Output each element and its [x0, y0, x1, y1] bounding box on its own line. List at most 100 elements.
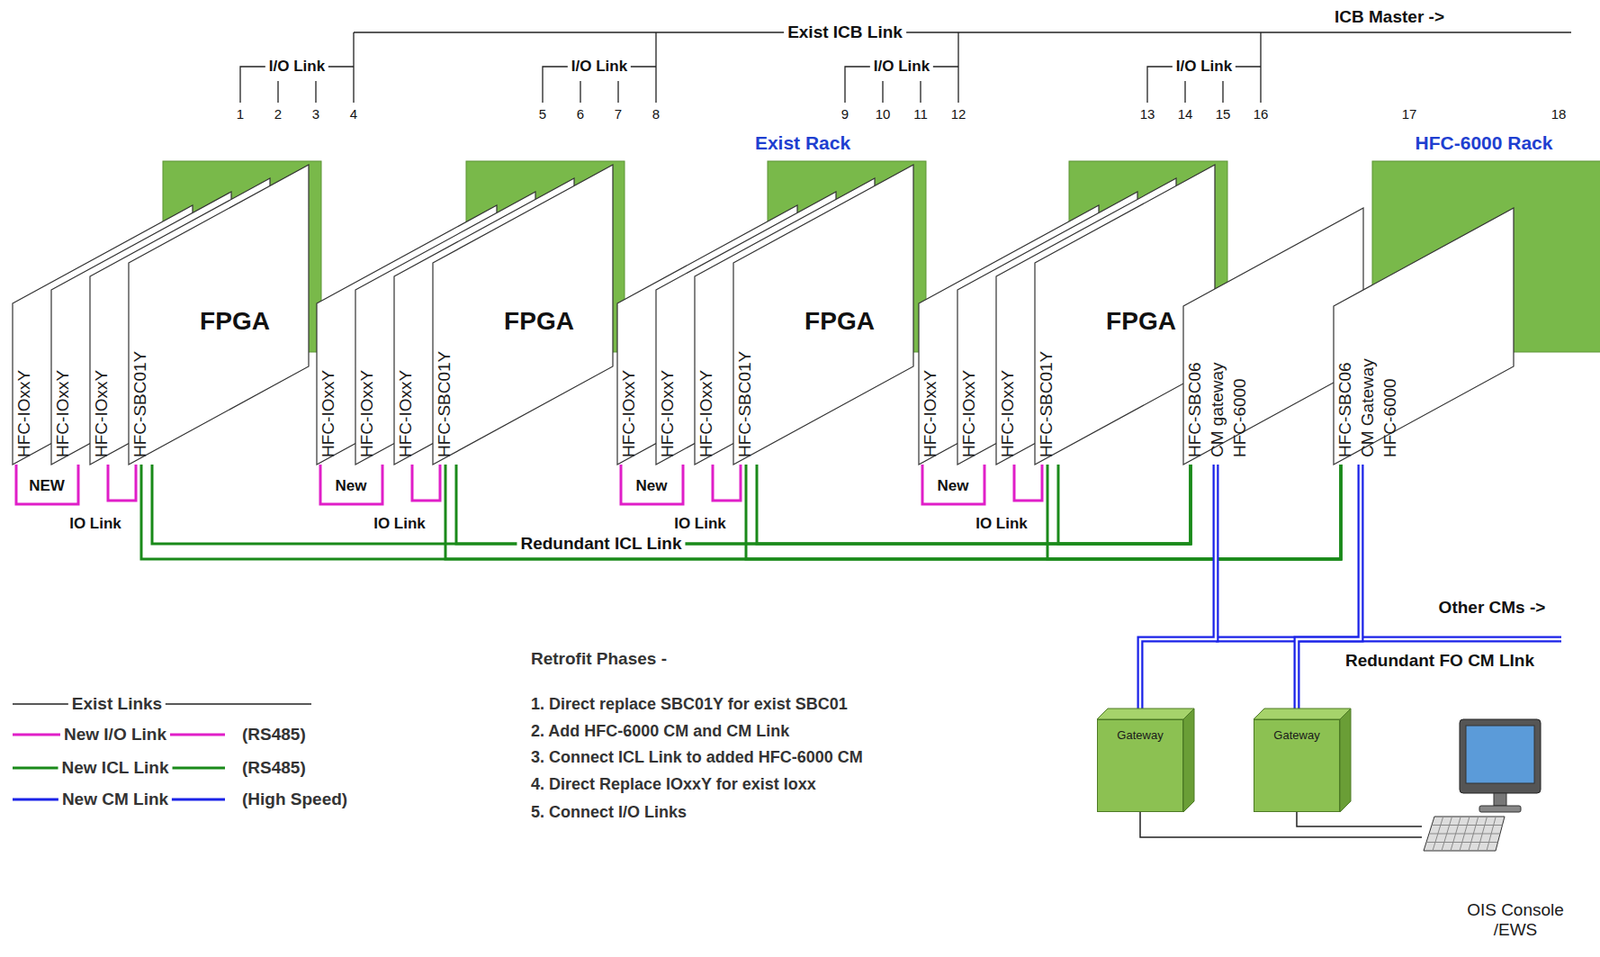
diagram-label: 9 — [841, 106, 849, 122]
card-label-strip: HFC-SBC01Y — [432, 262, 472, 465]
link-line — [712, 464, 741, 501]
link-connector — [712, 464, 741, 501]
diagram-label: 10 — [875, 106, 891, 122]
label-column: HFC-SBC01Y — [128, 262, 151, 465]
link-connector — [756, 464, 1191, 544]
gateway-top-face — [1253, 708, 1351, 720]
link-connector — [16, 464, 79, 504]
gateway-box: Gateway — [1096, 719, 1184, 812]
link-line-inner — [1140, 464, 1216, 720]
card-label: HFC-IOxxY — [14, 369, 35, 458]
card-label-strip: HFC-IOxxY — [51, 289, 90, 465]
label-holder: 3 — [312, 106, 320, 123]
keyboard-keys — [1426, 816, 1503, 851]
link-line — [1140, 464, 1216, 720]
diagram-label: IO Link — [674, 514, 727, 532]
label-holder: 1 — [236, 106, 244, 123]
label-holder: (RS485) — [242, 724, 306, 745]
legend-label: Exist Links — [68, 693, 166, 713]
card-label-strip: HFC-SBC01Y — [1034, 262, 1074, 465]
card-label: HFC-IOxxY — [619, 369, 639, 458]
link-connector — [1140, 811, 1422, 837]
link-line — [141, 464, 1341, 559]
card-label-strip: HFC-IOxxY — [694, 276, 734, 465]
diagram-label: 6 — [576, 106, 585, 122]
label-holder: 18 — [1551, 106, 1567, 123]
card-label-strip: HFC-IOxxY — [957, 289, 997, 465]
link-line — [1014, 464, 1043, 501]
label-holder: 13 — [1140, 106, 1156, 123]
diagram-label: (RS485) — [242, 757, 306, 777]
card-label: HFC-SBC01Y — [735, 350, 756, 458]
fo-bus-inner — [1215, 638, 1562, 641]
label-holder: 9 — [841, 106, 849, 123]
label-column: HFC-SBC01Y — [1034, 262, 1057, 465]
label-holder: Other CMs -> — [1438, 597, 1547, 618]
label-holder: 11 — [913, 106, 928, 123]
legend-entry: Exist Links — [68, 693, 166, 714]
label-column: HFC-IOxxY — [355, 289, 378, 465]
card-label: HFC-IOxxY — [657, 369, 678, 458]
link-line — [107, 464, 136, 501]
gateway-side-face — [1339, 708, 1351, 812]
label-holder: I/O Link — [870, 57, 934, 76]
diagram-label: FPGA — [503, 306, 575, 335]
card-label: HFC-6000 — [1380, 377, 1401, 458]
diagram-label: I/O Link — [567, 57, 631, 75]
gateway-box: Gateway — [1253, 719, 1340, 812]
label-holder: 2. Add HFC-6000 CM and CM Link — [530, 721, 790, 741]
diagram-label: HFC-6000 Rack — [1415, 132, 1554, 153]
label-column: HFC-IOxxY — [918, 303, 941, 465]
card-label: HFC-SBC06 — [1335, 361, 1356, 458]
card-label: HFC-6000 — [1230, 377, 1250, 458]
label-holder: Redundant FO CM LInk — [1345, 650, 1535, 671]
label-column: HFC-IOxxY — [617, 303, 639, 465]
label-holder: Exist ICB Link — [783, 22, 907, 43]
console-caption: OIS Console /EWS — [1456, 899, 1574, 940]
card-label-strip: HFC-IOxxY — [996, 276, 1035, 465]
label-holder: 5 — [539, 106, 547, 123]
diagram-label: 4 — [350, 106, 358, 122]
gateway-3d-faces — [1096, 708, 1195, 812]
diagram-label: 1. Direct replace SBC01Y for exist SBC01 — [530, 694, 848, 713]
card-label-strip: HFC-IOxxY — [394, 276, 433, 465]
diagram-label: 8 — [652, 106, 660, 122]
label-holder: Exist Rack — [755, 132, 851, 154]
link-connector — [1296, 811, 1422, 827]
card-face — [1333, 207, 1514, 465]
legend-label: New I/O Link — [60, 724, 171, 744]
link-line — [922, 464, 985, 504]
gateway-side-face — [1183, 708, 1195, 812]
card-label-strip: HFC-IOxxY — [316, 303, 356, 465]
card-label: CM Gateway — [1357, 358, 1378, 458]
cm-card: HFC-SBC06CM GatewayHFC-6000 — [1333, 207, 1514, 465]
card-label: HFC-IOxxY — [395, 369, 416, 458]
card-label-strip: HFC-SBC06CM GatewayHFC-6000 — [1333, 305, 1406, 465]
diagram-label: New — [636, 476, 668, 495]
legend-lines — [12, 703, 312, 800]
icb-drop — [353, 32, 1261, 103]
link-line — [456, 464, 1191, 544]
gateway-label: Gateway — [1097, 719, 1183, 742]
legend-entry: New ICL Link — [58, 757, 173, 778]
label-holder: 4. Direct Replace IOxxY for exist Ioxx — [530, 774, 817, 794]
label-column: HFC-6000 — [1378, 305, 1402, 465]
diagram-label: (RS485) — [242, 724, 306, 744]
computer-illustration — [1421, 715, 1584, 860]
label-holder: 17 — [1402, 106, 1418, 123]
label-holder: New — [636, 476, 668, 495]
diagram-label: 13 — [1140, 106, 1156, 122]
label-column: CM gateway — [1205, 305, 1229, 465]
label-holder: I/O Link — [567, 57, 631, 76]
card-label-strip: HFC-IOxxY — [89, 276, 129, 465]
link-line — [16, 464, 79, 504]
label-column: CM Gateway — [1356, 305, 1379, 465]
label-holder: New — [937, 476, 970, 495]
diagram-label: 3. Connect ICL Link to added HFC-6000 CM — [530, 747, 863, 766]
console-label: OIS Console /EWS — [1456, 899, 1574, 940]
label-column: HFC-IOxxY — [12, 303, 35, 465]
link-connector — [1058, 464, 1191, 544]
card-label: HFC-SBC06 — [1185, 361, 1205, 458]
card-label: CM gateway — [1207, 361, 1228, 458]
label-holder: IO Link — [69, 514, 122, 533]
